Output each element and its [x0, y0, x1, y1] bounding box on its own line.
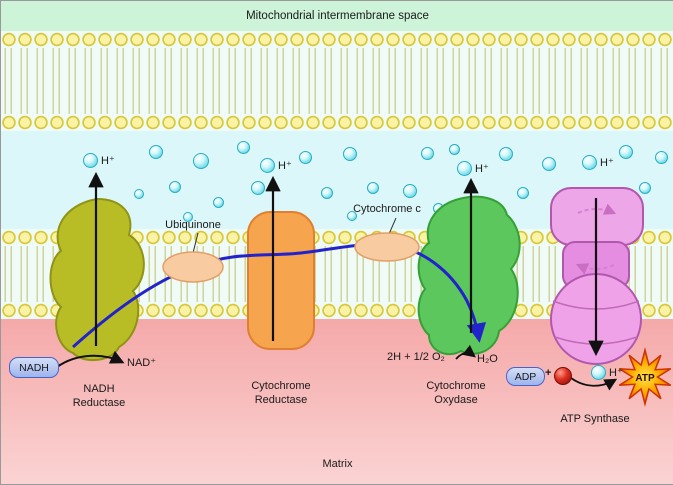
nadh-to-nad-arrow [56, 350, 125, 368]
proton-bubble [542, 157, 556, 171]
lipid-heads-row [1, 114, 673, 131]
proton-bubble [403, 184, 417, 198]
rotation-arrow-icon [575, 263, 615, 275]
proton-bubble [347, 211, 357, 221]
intermembrane-space-band: Mitochondrial intermembrane space [1, 1, 673, 31]
lipid-tails-row [1, 81, 673, 114]
proton-bubble [655, 151, 668, 164]
h-plus-label: H⁺ [609, 367, 623, 379]
proton-bubble [639, 182, 651, 194]
phosphate-ball-icon [554, 367, 572, 385]
cytochrome-c-label: Cytochrome c [353, 203, 421, 215]
proton-bubble [299, 151, 312, 164]
cytochrome-oxydase-shape [417, 195, 521, 356]
adp-pill: ADP [506, 367, 545, 386]
ubiquinone-shape [162, 232, 224, 283]
proton-bubble [367, 182, 379, 194]
h-plus-marker: H⁺ [83, 153, 115, 168]
ubiquinone-label: Ubiquinone [165, 219, 221, 231]
proton-bubble [449, 144, 460, 155]
proton-bubble [193, 153, 209, 169]
cytochrome-c-shape [354, 217, 420, 262]
proton-bubble-icon [582, 155, 597, 170]
cytochrome-reductase-shape [247, 211, 315, 350]
proton-bubble-icon [591, 365, 606, 380]
proton-bubble [251, 181, 265, 195]
proton-bubble-icon [260, 158, 275, 173]
atp-starburst: ATP [618, 347, 672, 407]
oxygen-reaction-label: 2H + 1/2 O₂ [387, 351, 445, 363]
proton-bubble [517, 187, 529, 199]
outer-membrane [1, 31, 673, 131]
nadh-reductase-label: NADH Reductase [72, 383, 126, 409]
proton-bubble [213, 197, 224, 208]
lipid-tails-row [1, 48, 673, 81]
h-plus-marker: H⁺ [260, 158, 292, 173]
proton-bubble-icon [457, 161, 472, 176]
proton-bubble [134, 189, 144, 199]
h-plus-label: H⁺ [600, 157, 614, 169]
oxygen-to-water-arrow [455, 344, 476, 360]
nad-plus-label: NAD⁺ [127, 357, 157, 369]
proton-bubble [343, 147, 357, 161]
h-plus-label: H⁺ [475, 163, 489, 175]
intermembrane-space-title: Mitochondrial intermembrane space [246, 10, 429, 22]
nadh-pill: NADH [9, 357, 59, 378]
h-plus-marker: H⁺ [582, 155, 614, 170]
cytochrome-reductase-label: Cytochrome Reductase [251, 380, 311, 406]
proton-bubble [169, 181, 181, 193]
proton-bubble-icon [83, 153, 98, 168]
h-plus-label: H⁺ [101, 155, 115, 167]
atp-label: ATP [635, 373, 655, 384]
adp-to-atp-arrow [570, 377, 618, 391]
lipid-heads-row [1, 31, 673, 48]
proton-bubble [619, 145, 633, 159]
proton-bubble [237, 141, 250, 154]
proton-bubble [149, 145, 163, 159]
cytochrome-oxydase-label: Cytochrome Oxydase [426, 380, 486, 406]
atp-synthase-label: ATP Synthase [560, 413, 630, 425]
rotation-arrow-icon [577, 203, 617, 215]
matrix-label: Matrix [322, 458, 353, 470]
h-plus-label: H⁺ [278, 160, 292, 172]
proton-bubble [499, 147, 513, 161]
nadh-reductase-shape [49, 197, 145, 362]
water-label: H₂O [477, 353, 498, 365]
h-plus-marker: H⁺ [591, 365, 623, 380]
plus-sign: + [545, 367, 552, 379]
h-plus-marker: H⁺ [457, 161, 489, 176]
proton-bubble [421, 147, 434, 160]
proton-bubble [321, 187, 333, 199]
electron-path-arrow [71, 243, 487, 349]
proton-bubble [183, 212, 193, 222]
